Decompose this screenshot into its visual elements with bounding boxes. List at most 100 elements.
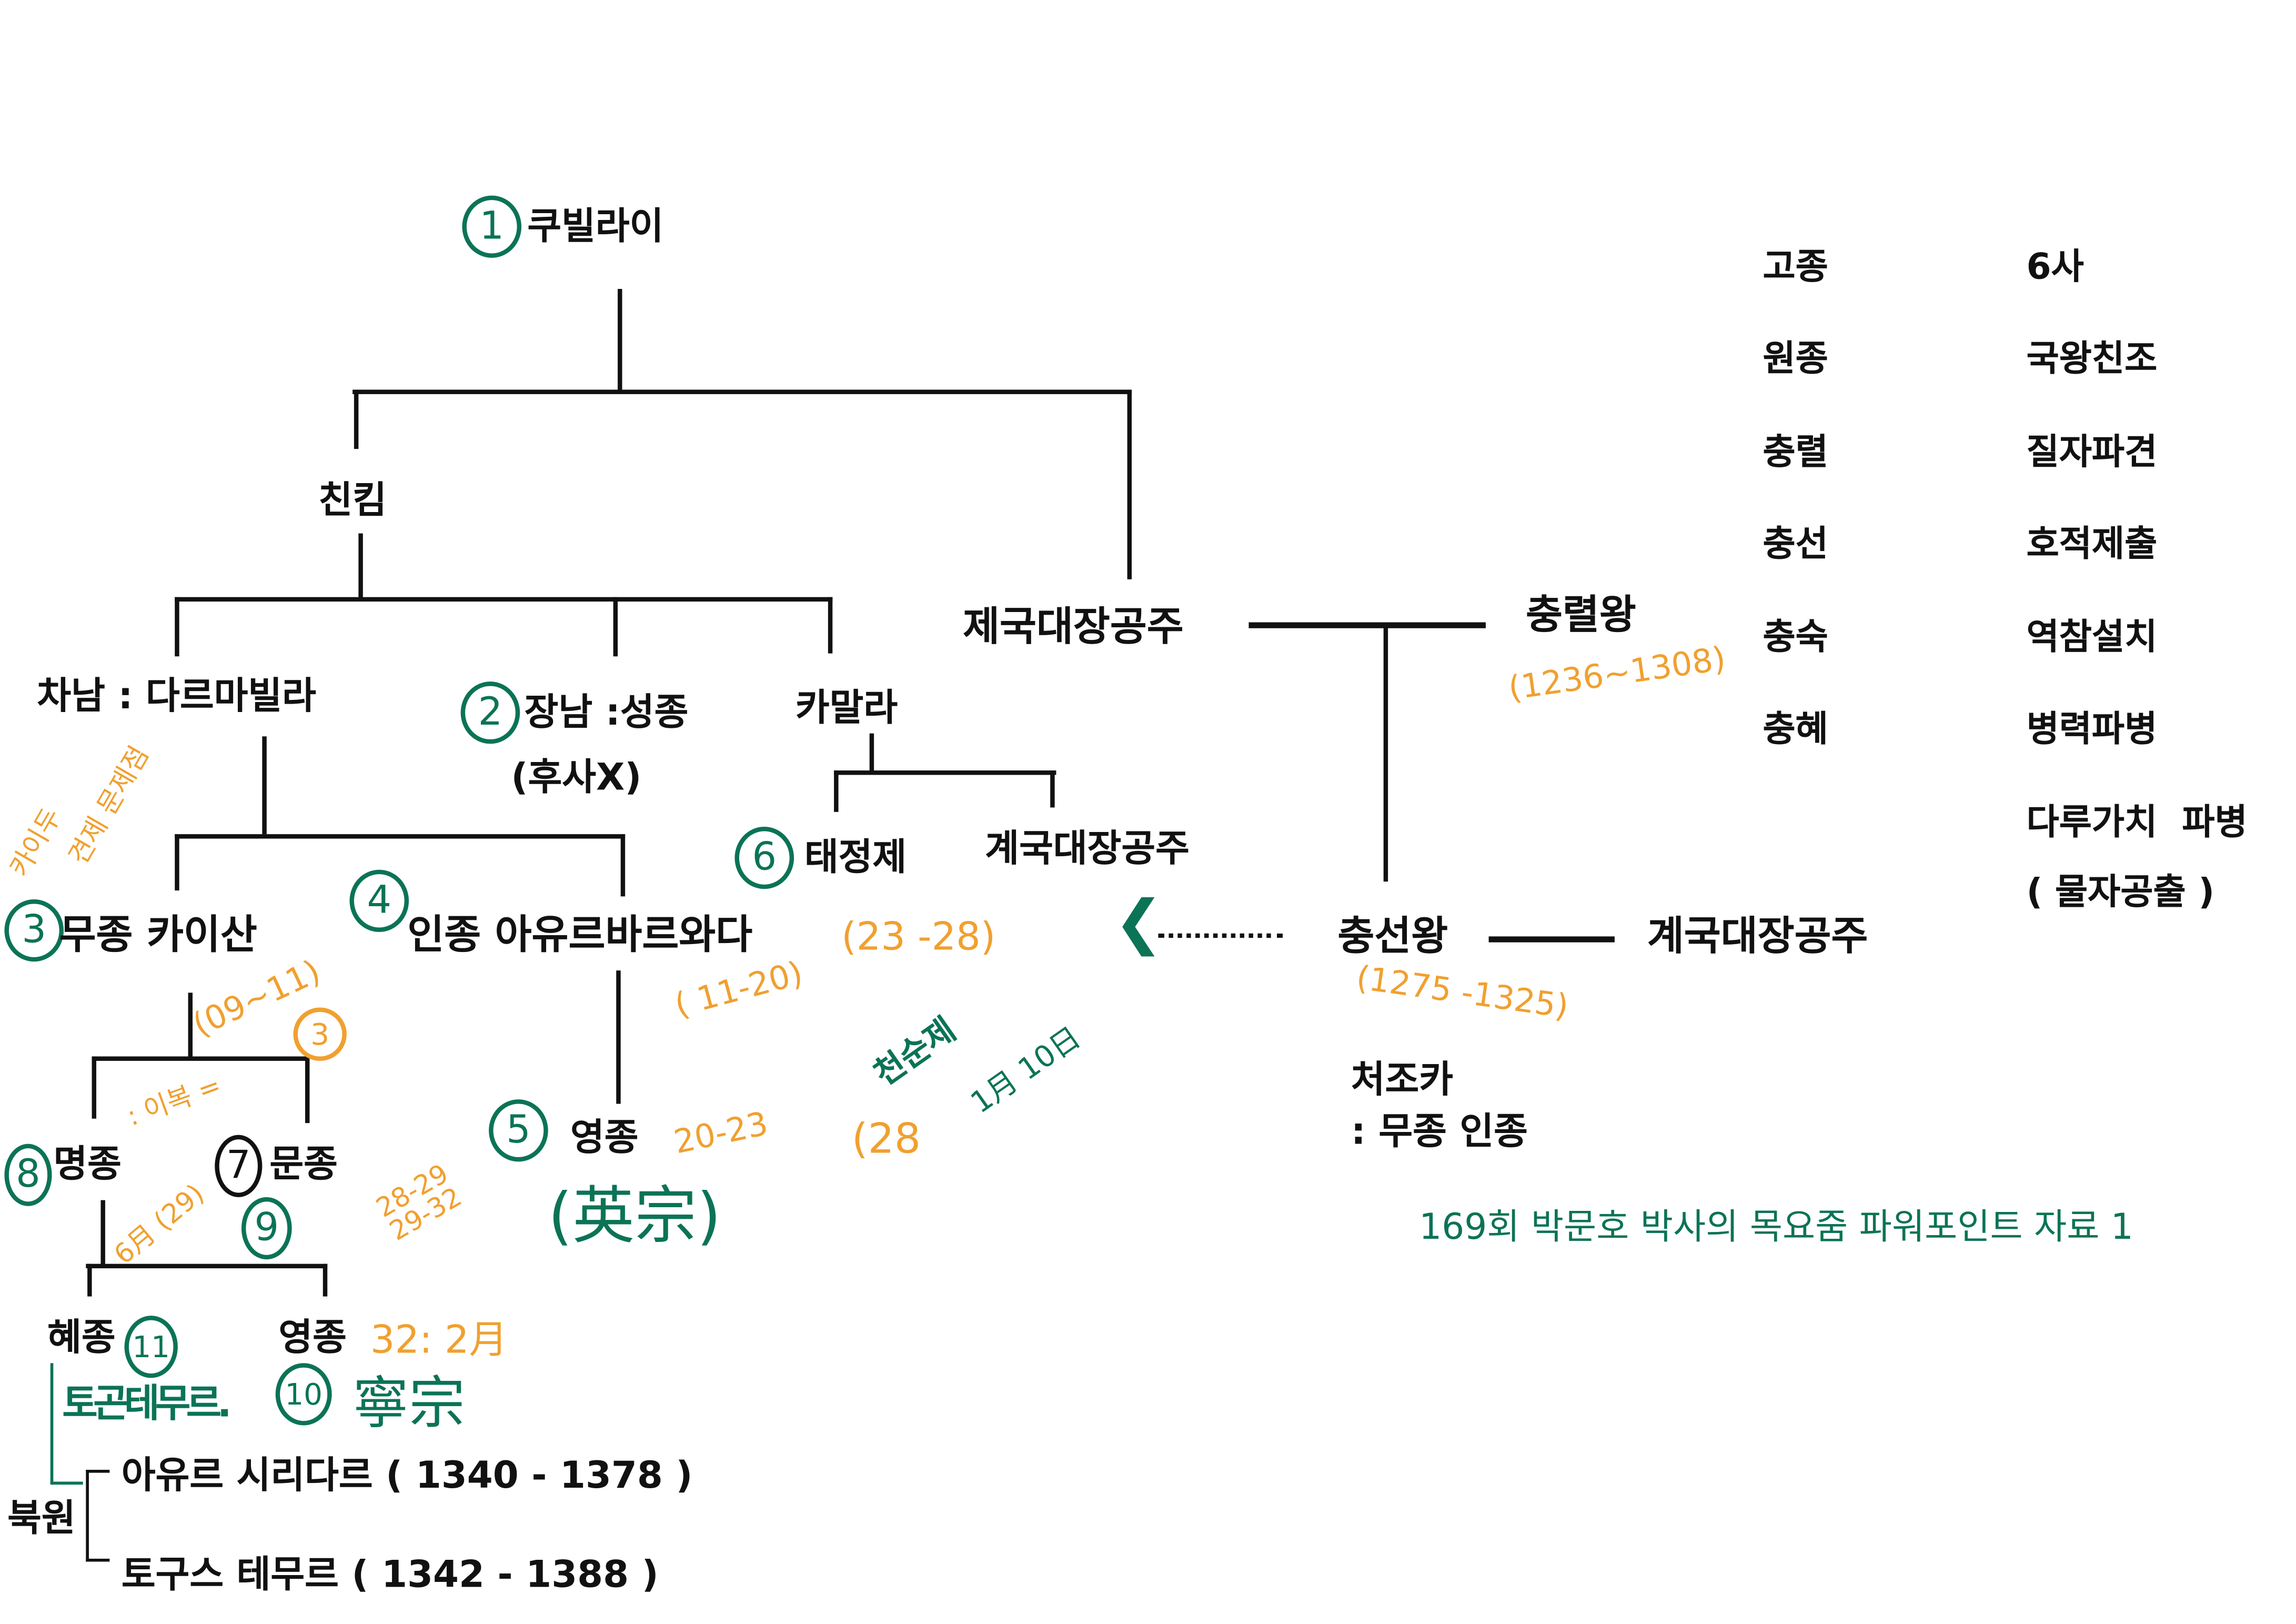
connector xyxy=(834,770,839,812)
connector xyxy=(188,993,193,1058)
node-kamala: 카말라 xyxy=(795,686,898,729)
connector xyxy=(354,389,359,449)
node-yingzong: 영종 xyxy=(570,1116,639,1159)
connector xyxy=(323,1264,328,1297)
footer-caption: 169회 박문호 박사의 목요줌 파워포인트 자료 1 xyxy=(1419,1206,2133,1248)
connector xyxy=(87,1264,92,1297)
connector xyxy=(618,289,622,393)
node-ayushiridara: 아유르 시리다르 ( 1340 - 1378 ) xyxy=(121,1453,693,1497)
obligation-item: 국왕친조 xyxy=(2026,337,2158,379)
connector xyxy=(92,1056,97,1119)
connector xyxy=(869,733,874,774)
node-princess-gyeguk: 계국대장공주 xyxy=(1647,914,1868,960)
connector xyxy=(92,1056,308,1061)
dotted-line xyxy=(1158,933,1283,938)
connector xyxy=(834,770,1056,775)
connector xyxy=(353,389,1132,394)
node-wuzong: 무종 카이산 xyxy=(59,913,257,959)
marriage-line xyxy=(1248,622,1486,628)
king-item: 원종 xyxy=(1763,337,1828,379)
chungnyeol-years: (1236~1308) xyxy=(1506,641,1728,709)
king-item: 충숙 xyxy=(1763,616,1828,658)
order-badge: 1 xyxy=(462,195,522,258)
node-zhenjin: 친킴 xyxy=(318,478,387,522)
half-brothers-note: : 이복 = xyxy=(123,1070,226,1133)
obligation-item: 6사 xyxy=(2026,246,2084,288)
nephew-label: 처조카 xyxy=(1351,1058,1454,1101)
node-togus-temur: 토구스 테무르 ( 1342 - 1388 ) xyxy=(121,1552,659,1596)
order-badge: 10 xyxy=(275,1363,332,1426)
node-taiding: 태정제 xyxy=(804,835,907,879)
connector xyxy=(1127,389,1132,579)
connector xyxy=(175,834,626,839)
mingzong-date: 6月 (29) xyxy=(108,1178,211,1271)
ningzong-hanja: 寧宗 xyxy=(353,1370,466,1436)
ningzong-date: 32: 2月 xyxy=(370,1318,508,1364)
connector xyxy=(1383,624,1388,882)
connector xyxy=(175,834,179,891)
kaidu-note: 견제 문제점 xyxy=(63,741,156,870)
yingzong-years: 20-23 xyxy=(671,1106,772,1162)
tianshun-label: 천순제 xyxy=(868,1011,963,1094)
order-badge: 9 xyxy=(241,1197,292,1260)
order-badge: 8 xyxy=(4,1144,52,1206)
node-ningzong: 영종 xyxy=(278,1316,347,1359)
connector xyxy=(100,1200,105,1267)
node-renzong: 인종 아유르바르와다 xyxy=(407,913,753,959)
yingzong-hanja: (英宗) xyxy=(548,1179,721,1252)
nephew-of-label: : 무종 인종 xyxy=(1351,1109,1528,1153)
king-item: 충혜 xyxy=(1763,708,1828,750)
order-badge: 6 xyxy=(734,827,794,889)
marriage-line xyxy=(1488,936,1615,943)
connector xyxy=(305,1056,310,1124)
node-princess-jeguk: 제국대장공주 xyxy=(963,604,1184,651)
king-item: 충렬 xyxy=(1763,431,1828,473)
chungseon-years: (1275 -1325) xyxy=(1354,960,1570,1027)
green-bracket xyxy=(50,1363,83,1485)
order-badge: 11 xyxy=(124,1316,178,1378)
node-chengzong: 장남 :성종 xyxy=(524,690,689,734)
obligation-item: ( 물자공출 ) xyxy=(2026,871,2215,913)
connector xyxy=(175,597,179,657)
node-kublai: 쿠빌라이 xyxy=(527,204,664,248)
king-item: 고종 xyxy=(1763,246,1828,288)
order-badge: 3 xyxy=(4,899,64,962)
order-badge: 4 xyxy=(349,869,409,932)
node-darmabala: 차남 : 다르마빌라 xyxy=(37,674,316,717)
order-badge: 2 xyxy=(460,681,520,744)
togon-temur-label: 토곤테무르. xyxy=(62,1382,231,1427)
no-heir-note: (후사X) xyxy=(511,755,642,799)
northern-yuan-bracket xyxy=(86,1469,110,1562)
obligation-item: 호적제출 xyxy=(2026,523,2158,565)
kaidu-note: 카이두 xyxy=(4,803,68,883)
node-chungseon: 충선왕 xyxy=(1337,914,1448,960)
connector xyxy=(175,597,833,602)
wenzong-years: 28-29 29-32 xyxy=(371,1158,468,1248)
node-mingzong: 명종 xyxy=(53,1142,122,1186)
node-wenzong: 문종 xyxy=(269,1142,338,1186)
taiding-years: (23 -28) xyxy=(841,915,996,960)
obligation-item: 역참설치 xyxy=(2026,616,2158,658)
obligation-item: 병력파병 xyxy=(2026,708,2158,750)
connector xyxy=(262,736,267,835)
obligation-item: 다루가치 파병 xyxy=(2026,801,2248,844)
connector xyxy=(1050,770,1055,808)
connector xyxy=(358,533,363,600)
arrow-icon: ❮ xyxy=(1114,889,1164,957)
obligation-item: 질자파견 xyxy=(2026,431,2158,473)
connector xyxy=(620,834,626,897)
order-badge: 5 xyxy=(489,1099,548,1162)
tianshun-date: 1月 10日 xyxy=(964,1019,1087,1120)
order-badge: 3 xyxy=(293,1007,347,1061)
northern-yuan-label: 북원 xyxy=(7,1496,76,1540)
renzong-years: ( 11-20) xyxy=(671,956,807,1026)
king-item: 충선 xyxy=(1763,523,1828,565)
tianshun-year: (28 xyxy=(851,1114,921,1164)
connector xyxy=(613,597,618,657)
order-badge: 7 xyxy=(215,1135,263,1197)
connector xyxy=(828,597,833,654)
node-princess-gyeguk: 계국대장공주 xyxy=(985,827,1190,870)
node-huizong: 혜종 xyxy=(47,1316,116,1359)
connector xyxy=(616,970,621,1104)
